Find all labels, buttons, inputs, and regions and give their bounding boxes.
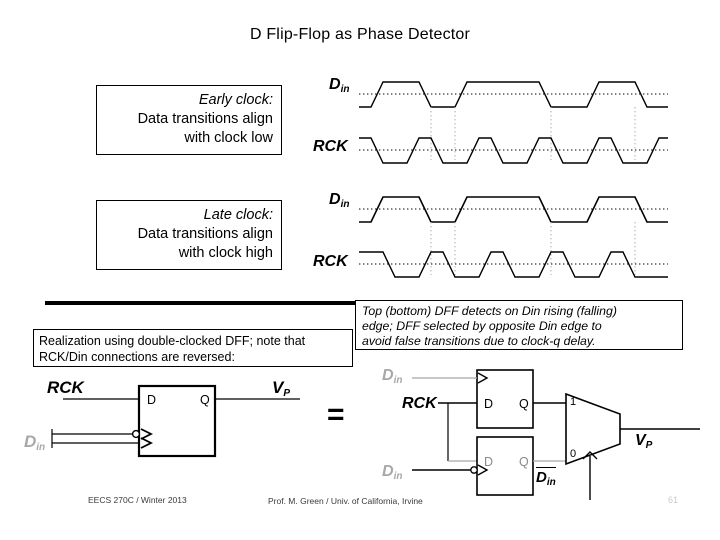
callout-late-emphasis: Late clock: (203, 207, 273, 223)
pin-label-q-right-bottom: Q (519, 455, 529, 469)
page-title: D Flip-Flop as Phase Detector (249, 26, 471, 43)
pin-label-d-left: D (147, 393, 157, 407)
clock-wedge-lower-left (140, 437, 154, 449)
din-subscript-c2b: in (393, 471, 403, 482)
din-letter: D (329, 76, 341, 93)
callout-early-line2: with clock low (184, 130, 273, 146)
realization-line1: Realization using double-clocked DFF; no… (39, 334, 306, 348)
circuit-right-label-din-select: Din (536, 467, 556, 488)
circuit-right-label-vp: VP (635, 432, 652, 451)
clock-wedge-upper-left (140, 428, 154, 440)
din-letter-c2b: D (382, 463, 394, 480)
din-letter-c2a: D (382, 367, 394, 384)
mux-select-wedge (582, 451, 598, 460)
pin-label-d-right-bottom: D (484, 455, 494, 469)
footer-course: EECS 270C / Winter 2013 (88, 495, 187, 505)
din-subscript-2: in (340, 199, 350, 210)
circuit-right-label-din-top: Din (382, 367, 402, 386)
equals-sign: = (327, 398, 345, 431)
din-late-trace (359, 196, 668, 223)
vp-subscript: P (283, 388, 291, 399)
din-select-subscript: in (546, 477, 556, 488)
din-subscript-c2a: in (393, 375, 403, 386)
realization-line2: RCK/Din connections are reversed: (39, 350, 235, 364)
waveform-label-din-late: Din (329, 191, 349, 210)
clock-invert-bubble-left (131, 429, 141, 439)
pin-label-q-left: Q (200, 393, 210, 407)
waveform-label-rck-early: RCK (313, 138, 348, 155)
callout-late-clock: Late clock: Data transitions align with … (96, 200, 282, 270)
rck-early-trace (359, 137, 668, 164)
mux-input-label-low: 0 (570, 448, 577, 460)
dff-note-line3: avoid false transitions due to clock-q d… (362, 334, 596, 348)
circuit-left-label-vp: VP (272, 378, 290, 399)
waveform-label-rck-late: RCK (313, 253, 348, 270)
callout-realization: Realization using double-clocked DFF; no… (33, 329, 353, 367)
footer-author: Prof. M. Green / Univ. of California, Ir… (268, 496, 423, 506)
pin-label-d-right-top: D (484, 397, 494, 411)
callout-early-clock: Early clock: Data transitions align with… (96, 85, 282, 155)
din-subscript: in (340, 84, 350, 95)
callout-late-line1: Data transitions align (137, 226, 273, 242)
vp-letter-c2: V (635, 432, 646, 449)
callout-early-line1: Data transitions align (137, 111, 273, 127)
callout-early-emphasis: Early clock: (198, 92, 273, 108)
dff-note-line1: Top (bottom) DFF detects on Din rising (… (362, 304, 617, 318)
footer-page-number: 61 (668, 495, 679, 505)
din-select-letter: D (536, 469, 547, 486)
circuit-left-label-rck: RCK (47, 378, 84, 397)
pin-label-q-right-top: Q (519, 397, 529, 411)
vp-letter: V (272, 378, 284, 397)
din-early-trace (359, 81, 668, 108)
din-subscript-c1: in (36, 442, 46, 453)
rck-late-trace (359, 251, 668, 278)
mux-input-label-high: 1 (570, 396, 577, 408)
waveform-label-din-early: Din (329, 76, 349, 95)
clock-invert-bubble-bottom (470, 466, 478, 474)
circuit-left-label-din: Din (24, 432, 45, 453)
callout-late-line2: with clock high (178, 245, 273, 261)
din-letter-2: D (329, 191, 341, 208)
clock-wedge-top-right (477, 372, 489, 384)
dff-note-line2: edge; DFF selected by opposite Din edge … (362, 319, 602, 333)
callout-dff-note: Top (bottom) DFF detects on Din rising (… (355, 300, 683, 350)
vp-subscript-c2: P (645, 440, 653, 451)
circuit-right-label-rck: RCK (402, 395, 437, 412)
din-letter-c1: D (24, 432, 37, 451)
circuit-right-label-din-bottom: Din (382, 463, 402, 482)
section-divider (45, 301, 355, 305)
